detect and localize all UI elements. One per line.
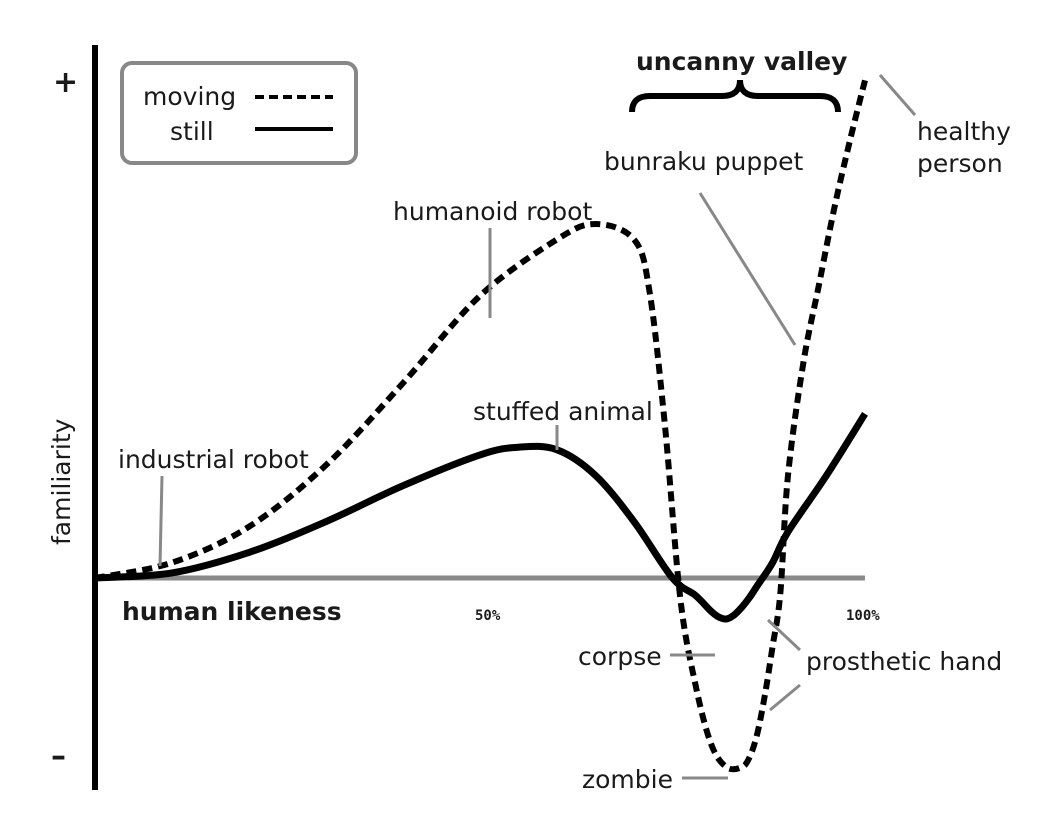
legend-label-still: still bbox=[170, 117, 214, 146]
annotation-zombie: zombie bbox=[582, 765, 673, 794]
x-tick-50: 50% bbox=[475, 608, 501, 624]
annotation-stuffed-animal: stuffed animal bbox=[473, 397, 653, 426]
x-axis-label: human likeness bbox=[122, 597, 342, 626]
leader-bunraku-puppet bbox=[698, 192, 797, 346]
y-tick-plus: + bbox=[53, 65, 78, 100]
leader-healthy-person bbox=[878, 74, 917, 116]
y-tick-minus: – bbox=[51, 739, 66, 774]
chart-title: uncanny valley bbox=[636, 47, 847, 76]
leader-industrial-robot bbox=[158, 475, 164, 567]
annotation-industrial-robot: industrial robot bbox=[118, 445, 309, 474]
annotation-prosthetic-hand: prosthetic hand bbox=[806, 647, 1002, 676]
legend-box bbox=[120, 61, 358, 165]
annotation-humanoid-robot: humanoid robot bbox=[393, 197, 592, 226]
leader-prosthetic-hand-2 bbox=[769, 683, 801, 712]
series-layer bbox=[94, 79, 868, 773]
y-axis-label: familiarity bbox=[47, 418, 76, 545]
series-line-still bbox=[94, 411, 868, 623]
annotation-healthy-person-line1: healthy bbox=[917, 117, 1011, 146]
x-tick-100: 100% bbox=[846, 608, 880, 624]
annotation-corpse: corpse bbox=[578, 642, 662, 671]
annotation-healthy-person-line2: person bbox=[917, 149, 1003, 178]
uncanny-valley-bracket bbox=[629, 79, 841, 113]
legend-label-moving: moving bbox=[143, 82, 236, 111]
annotation-bunraku-puppet: bunraku puppet bbox=[604, 147, 803, 176]
leader-prosthetic-hand-1 bbox=[766, 618, 802, 652]
series-line-moving bbox=[94, 79, 868, 773]
